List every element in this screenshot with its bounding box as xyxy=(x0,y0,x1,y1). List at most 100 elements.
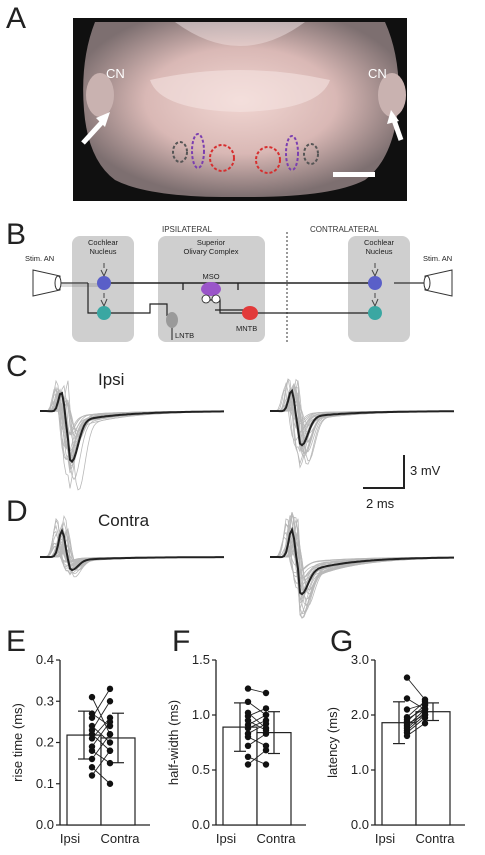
data-point-contra xyxy=(421,696,429,703)
y-tick-label: 3.0 xyxy=(351,652,369,667)
data-point-contra xyxy=(106,685,114,693)
data-point-contra xyxy=(262,705,270,712)
data-point-contra xyxy=(262,747,270,754)
data-point-contra xyxy=(262,717,270,724)
contralateral-label: CONTRALATERAL xyxy=(310,225,379,234)
contra-left-mean-trace xyxy=(40,527,224,572)
soc-line2: Olivary Complex xyxy=(183,247,238,256)
cn-right-bushy-cell xyxy=(368,276,382,290)
data-point-ipsi xyxy=(244,685,252,692)
y-tick-label: 0.3 xyxy=(36,693,54,708)
paired-line xyxy=(247,701,267,716)
data-point-ipsi xyxy=(244,761,252,768)
data-point-contra xyxy=(106,722,114,730)
x-tick-label: Contra xyxy=(256,831,296,846)
panel-letter-a: A xyxy=(6,2,27,35)
y-axis-label: rise time (ms) xyxy=(10,703,25,782)
data-point-ipsi xyxy=(88,764,96,771)
panel-letter-b: B xyxy=(6,218,27,251)
data-point-contra xyxy=(262,725,270,732)
y-tick-label: 1.0 xyxy=(192,707,210,722)
data-point-contra xyxy=(106,780,114,787)
paired-line xyxy=(91,696,111,735)
lntb-label: LNTB xyxy=(175,331,194,340)
data-point-ipsi xyxy=(88,693,96,701)
data-point-ipsi xyxy=(403,706,411,713)
cn-right-dendrite-icon xyxy=(371,263,379,277)
data-point-contra xyxy=(106,731,114,738)
ipsi-right-trial-trace xyxy=(270,382,454,453)
y-tick-label: 0.0 xyxy=(36,817,54,832)
y-tick-label: 0.5 xyxy=(192,762,210,777)
paired-line xyxy=(91,750,111,776)
cn-left-dendrite2-icon xyxy=(100,293,108,307)
panel-letter-d: D xyxy=(6,495,28,528)
data-point-contra xyxy=(421,700,429,708)
bar-contra xyxy=(415,711,451,826)
soc-line1: Superior xyxy=(197,238,226,247)
panel-b-diagram: IPSILATERAL CONTRALATERAL Cochlear Nucle… xyxy=(25,225,453,342)
paired-line xyxy=(91,725,111,743)
panel-letter-g: G xyxy=(330,625,354,658)
data-point-contra xyxy=(262,761,270,768)
mntb-outline-right xyxy=(255,146,281,174)
cn-left-dendrite-icon xyxy=(100,263,108,277)
stim-label-left: Stim. AN xyxy=(25,254,54,263)
trace-scale-bar xyxy=(363,455,405,489)
panel-letter-c: C xyxy=(6,350,28,383)
paired-line xyxy=(91,766,111,785)
mntb-cell xyxy=(242,306,258,320)
cn-right-line1: Cochlear xyxy=(364,238,395,247)
y-tick-label: 0.0 xyxy=(351,817,369,832)
data-point-ipsi xyxy=(244,721,252,729)
paired-line xyxy=(247,749,267,765)
data-point-ipsi xyxy=(244,698,252,705)
scale-horizontal-label: 2 ms xyxy=(366,496,395,511)
x-tick-label: Ipsi xyxy=(375,831,395,846)
cn-label-right: CN xyxy=(368,66,387,81)
contra-trace-label: Contra xyxy=(98,511,150,530)
contra-right-mean-trace xyxy=(270,526,454,596)
y-axis-label: latency (ms) xyxy=(325,707,340,778)
y-tick-label: 0.1 xyxy=(36,776,54,791)
data-point-ipsi xyxy=(244,730,252,737)
y-tick-label: 1.0 xyxy=(351,762,369,777)
paired-line xyxy=(406,722,426,737)
data-point-contra xyxy=(106,747,114,754)
ipsi-trace-label: Ipsi xyxy=(98,370,124,389)
data-point-contra xyxy=(106,698,114,705)
cn-left-globular-cell xyxy=(97,306,111,320)
cn-right-dendrite2-icon xyxy=(371,293,379,307)
ipsi-right-mean-trace xyxy=(270,388,455,447)
photo-scale-bar xyxy=(333,172,375,177)
data-point-contra xyxy=(262,689,270,697)
data-point-contra xyxy=(106,714,114,721)
paired-line xyxy=(247,736,267,747)
data-point-ipsi xyxy=(403,674,411,681)
mso-outline-left xyxy=(191,133,205,169)
arrow-left-icon xyxy=(81,112,110,145)
cn-right-line2: Nucleus xyxy=(365,247,392,256)
paired-line xyxy=(247,720,267,729)
data-point-contra xyxy=(106,739,114,746)
mso-outline-right xyxy=(285,135,299,171)
inhibitory-synapse-1-icon xyxy=(201,294,211,304)
data-point-ipsi xyxy=(88,743,96,750)
y-tick-label: 1.5 xyxy=(192,652,210,667)
data-point-ipsi xyxy=(88,722,96,730)
data-point-ipsi xyxy=(403,714,411,721)
paired-line xyxy=(91,733,111,752)
paired-line xyxy=(91,733,111,760)
data-point-contra xyxy=(421,711,429,719)
data-point-contra xyxy=(262,711,270,719)
data-point-ipsi xyxy=(244,753,252,760)
scale-vertical-label: 3 mV xyxy=(410,463,441,478)
panel-a-photo: CN CN xyxy=(73,18,407,201)
x-tick-label: Ipsi xyxy=(216,831,236,846)
x-tick-label: Ipsi xyxy=(60,831,80,846)
